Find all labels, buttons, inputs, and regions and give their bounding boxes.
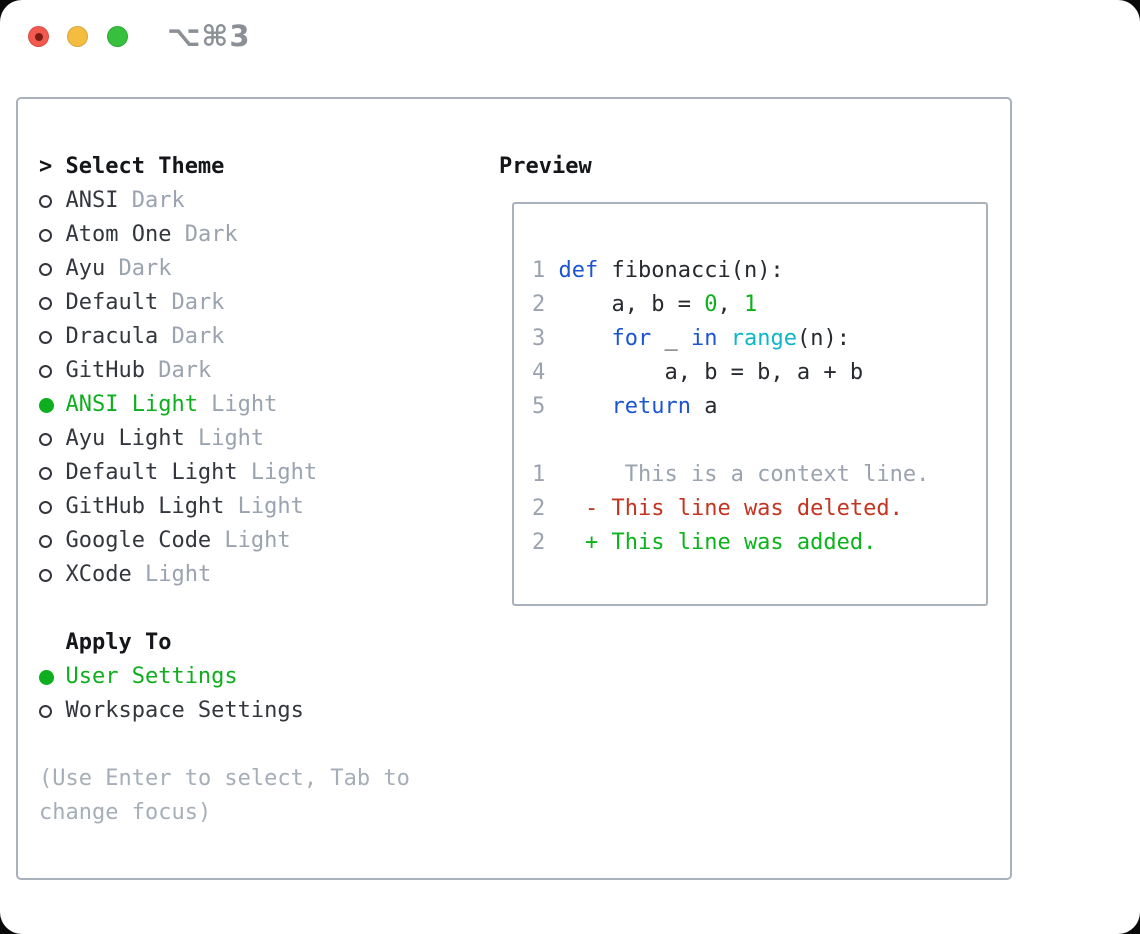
theme-option-default-light[interactable]: Default Light Light bbox=[39, 456, 410, 490]
radio-icon bbox=[39, 218, 65, 252]
variant-badge: Dark bbox=[144, 358, 212, 383]
variant-badge: Dark bbox=[158, 324, 225, 349]
hint-text-line-1: (Use Enter to select, Tab to bbox=[39, 766, 410, 791]
select-theme-header: > Select Theme bbox=[39, 150, 410, 184]
variant-badge: Light bbox=[211, 528, 291, 553]
spacer bbox=[39, 728, 410, 762]
variant-badge: Dark bbox=[105, 256, 172, 281]
option-label: GitHub bbox=[65, 358, 145, 383]
option-label: Ayu Light bbox=[65, 426, 185, 451]
zoom-button[interactable] bbox=[107, 26, 128, 47]
theme-option-ansi-light[interactable]: ANSI Light Light bbox=[39, 388, 410, 422]
preview-line bbox=[532, 220, 986, 254]
radio-icon bbox=[39, 524, 65, 558]
theme-option-dracula[interactable]: Dracula Dark bbox=[39, 320, 410, 354]
option-label: Default bbox=[65, 290, 159, 315]
close-button[interactable] bbox=[28, 26, 49, 47]
theme-option-ansi[interactable]: ANSI Dark bbox=[39, 184, 410, 218]
radio-icon bbox=[39, 490, 65, 524]
option-label: Atom One bbox=[65, 222, 172, 247]
hint-text-line-2: change focus) bbox=[39, 800, 212, 825]
radio-selected-icon bbox=[39, 388, 65, 422]
option-label: ANSI bbox=[65, 188, 119, 213]
variant-badge: Dark bbox=[171, 222, 238, 247]
radio-icon bbox=[39, 456, 65, 490]
variant-badge: Dark bbox=[158, 290, 225, 315]
variant-badge: Light bbox=[131, 562, 212, 587]
theme-option-github[interactable]: GitHub Dark bbox=[39, 354, 410, 388]
focus-caret-icon: > bbox=[39, 154, 53, 179]
radio-selected-icon bbox=[39, 660, 65, 694]
apply-to-header-label: Apply To bbox=[65, 630, 172, 655]
radio-icon bbox=[39, 558, 65, 592]
radio-icon bbox=[39, 354, 65, 388]
option-label: ANSI Light bbox=[65, 392, 198, 417]
option-label: XCode bbox=[65, 562, 132, 587]
preview-line: 2 a, b = 0, 1 bbox=[532, 292, 758, 317]
spacer bbox=[39, 592, 410, 626]
preview-header: Preview bbox=[499, 154, 592, 179]
radio-icon bbox=[39, 184, 65, 218]
preview-line: 4 a, b = b, a + b bbox=[532, 360, 864, 385]
variant-badge: Light bbox=[197, 392, 278, 417]
preview-line bbox=[532, 424, 986, 458]
preview-line: 2 - This line was deleted. bbox=[532, 496, 903, 521]
radio-icon bbox=[39, 320, 65, 354]
radio-icon bbox=[39, 694, 65, 728]
select-theme-header-label: Select Theme bbox=[65, 154, 225, 179]
option-label: Dracula bbox=[65, 324, 159, 349]
option-label: Workspace Settings bbox=[65, 698, 304, 723]
theme-option-xcode[interactable]: XCode Light bbox=[39, 558, 410, 592]
radio-icon bbox=[39, 422, 65, 456]
minimize-button[interactable] bbox=[67, 26, 88, 47]
option-label: Default Light bbox=[65, 460, 238, 485]
option-label: Google Code bbox=[65, 528, 212, 553]
option-label: Ayu bbox=[65, 256, 106, 281]
preview-pane: 1 def fibonacci(n): 2 a, b = 0, 1 3 for _ … bbox=[512, 202, 988, 606]
apply-to-header: Apply To bbox=[39, 626, 410, 660]
title-bar: ⌥⌘3 bbox=[0, 0, 1140, 72]
option-label: GitHub Light bbox=[65, 494, 225, 519]
preview-line: 1 def fibonacci(n): bbox=[532, 258, 784, 283]
option-label: User Settings bbox=[65, 664, 238, 689]
radio-icon bbox=[39, 252, 65, 286]
radio-icon bbox=[39, 286, 65, 320]
apply-option-workspace-settings[interactable]: Workspace Settings bbox=[39, 694, 410, 728]
theme-option-atom-one[interactable]: Atom One Dark bbox=[39, 218, 410, 252]
preview-line bbox=[532, 560, 986, 594]
theme-option-default[interactable]: Default Dark bbox=[39, 286, 410, 320]
theme-option-github-light[interactable]: GitHub Light Light bbox=[39, 490, 410, 524]
keyboard-shortcut-label: ⌥⌘3 bbox=[167, 19, 251, 53]
apply-option-user-settings[interactable]: User Settings bbox=[39, 660, 410, 694]
variant-badge: Dark bbox=[118, 188, 185, 213]
theme-option-ayu[interactable]: Ayu Dark bbox=[39, 252, 410, 286]
variant-badge: Light bbox=[237, 460, 318, 485]
variant-badge: Light bbox=[184, 426, 265, 451]
theme-option-google-code[interactable]: Google Code Light bbox=[39, 524, 410, 558]
preview-line: 1 This is a context line. bbox=[532, 462, 930, 487]
preview-code-sample: 1 def fibonacci(n): 2 a, b = 0, 1 3 for _ … bbox=[532, 220, 986, 594]
preview-line: 2 + This line was added. bbox=[532, 530, 877, 555]
theme-option-ayu-light[interactable]: Ayu Light Light bbox=[39, 422, 410, 456]
variant-badge: Light bbox=[224, 494, 304, 519]
preview-line: 3 for _ in range(n): bbox=[532, 326, 850, 351]
preview-line: 5 return a bbox=[532, 394, 718, 419]
close-button-dot-icon bbox=[34, 32, 43, 41]
